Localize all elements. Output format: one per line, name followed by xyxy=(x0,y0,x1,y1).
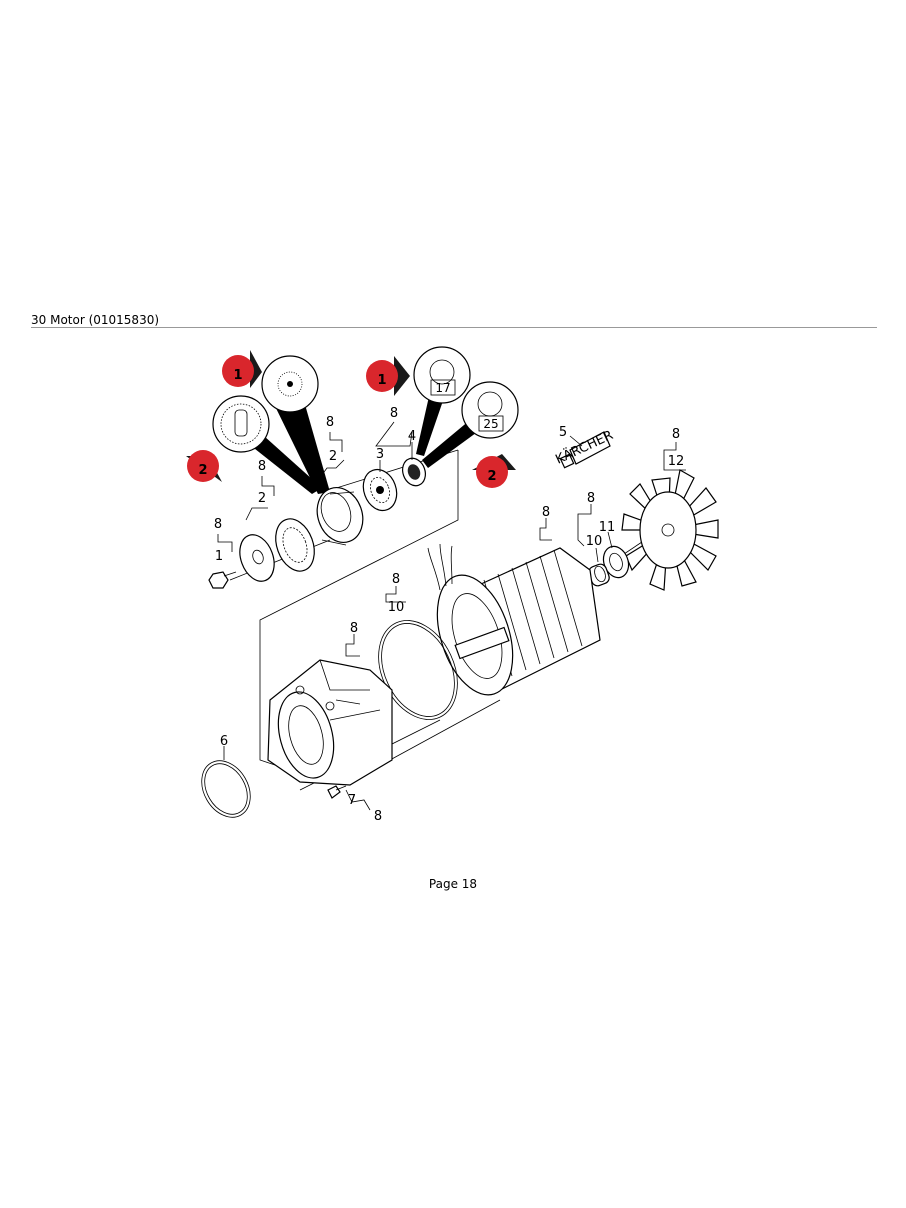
label-8-part-3-4: 8 xyxy=(390,406,398,421)
label-2-upper: 2 xyxy=(329,449,337,464)
label-10-o-ring: 10 xyxy=(388,600,405,615)
badge-2-left: 2 xyxy=(186,450,222,482)
label-8-stator: 8 xyxy=(542,505,550,520)
label-3: 3 xyxy=(376,447,384,462)
label-11: 11 xyxy=(599,520,616,535)
label-8-left-2: 8 xyxy=(258,459,266,474)
o-ring-6-part xyxy=(201,760,251,818)
badge-2-left-label: 2 xyxy=(198,463,207,478)
label-6: 6 xyxy=(220,734,228,749)
bearing-10-part xyxy=(588,563,610,587)
detail-label-17: 17 xyxy=(435,381,450,395)
page-title: 30 Motor (01015830) xyxy=(31,313,160,327)
badge-2-right: 2 xyxy=(472,454,516,488)
lead-wires xyxy=(427,543,453,591)
badge-1-left: 1 xyxy=(222,350,262,388)
label-8-o-ring: 8 xyxy=(392,572,400,587)
stator-part xyxy=(427,543,601,696)
label-10-bearing: 10 xyxy=(586,534,603,549)
label-8-housing: 8 xyxy=(350,621,358,636)
label-8-screw: 8 xyxy=(374,809,382,824)
bolt-1-part xyxy=(208,571,237,589)
cooling-fan-part xyxy=(621,469,719,591)
label-2-left: 2 xyxy=(258,491,266,506)
washer-1-part xyxy=(239,534,275,582)
label-8-part-1: 8 xyxy=(214,517,222,532)
label-7: 7 xyxy=(348,793,356,808)
detail-circle-17: 17 xyxy=(413,346,471,456)
label-8-part-10-11: 8 xyxy=(587,491,595,506)
detail-circle-flat-washer xyxy=(212,395,322,494)
label-5: 5 xyxy=(559,425,567,440)
badge-1-right: 1 xyxy=(366,356,410,396)
bearing-11-part xyxy=(602,545,630,579)
detail-circle-bearing-face xyxy=(261,355,330,494)
title-rule xyxy=(31,327,877,328)
label-8-part-12: 8 xyxy=(672,427,680,442)
detail-label-25: 25 xyxy=(483,417,498,431)
label-12: 12 xyxy=(668,454,685,469)
part-labels: 8 2 8 2 8 1 8 3 4 5 8 12 8 11 10 8 8 10 … xyxy=(214,406,684,824)
page-number: Page 18 xyxy=(428,877,478,891)
label-1: 1 xyxy=(215,549,223,564)
badge-2-right-label: 2 xyxy=(487,469,496,484)
seal-ring-part xyxy=(316,487,364,546)
badge-1-right-label: 1 xyxy=(377,373,386,388)
callout-brackets xyxy=(217,421,686,811)
detail-circle-25: 25 xyxy=(422,381,519,468)
screw-7-part xyxy=(327,785,347,799)
roller-bearing-part xyxy=(275,518,315,572)
motor-housing-part xyxy=(267,659,393,786)
label-4: 4 xyxy=(408,429,416,444)
badge-1-left-label: 1 xyxy=(233,368,242,383)
ball-bearing-3-part xyxy=(362,468,398,512)
shaft-seal-4-part xyxy=(402,457,426,487)
label-8-upper-2: 8 xyxy=(326,415,334,430)
